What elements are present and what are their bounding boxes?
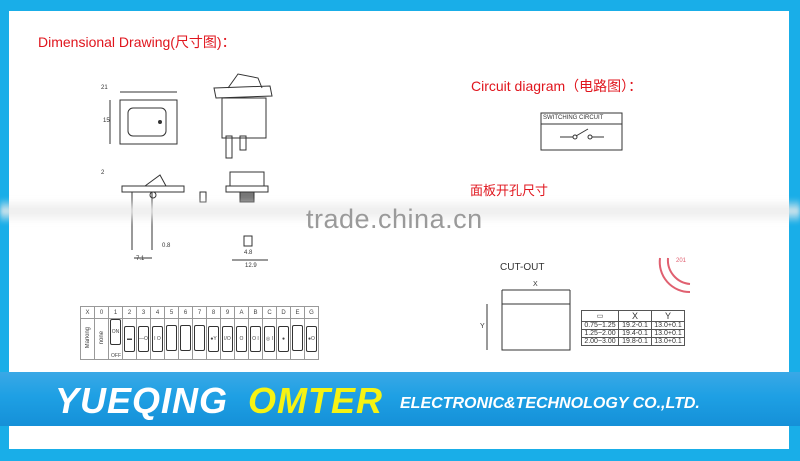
marking-symbol: O [236,326,247,352]
cutout-label: CUT-OUT [500,262,545,273]
marking-code: 5 [164,306,179,319]
header-x: X [618,310,652,322]
marking-code: 8 [206,306,221,319]
marking-code: 7 [192,306,207,319]
marking-code: D [276,306,291,319]
marking-symbol: ◎ I [264,326,275,352]
marking-symbol: ● [278,326,289,352]
dim-height: 15 [103,118,110,124]
marking-code: A [234,306,249,319]
marking-code: G [304,306,319,319]
header-icon-cell: ▭ [581,310,619,322]
marking-code: E [290,306,305,319]
watermark: trade.china.cn [306,204,483,234]
brand-tagline: ELECTRONIC&TECHNOLOGY CO.,LTD. [400,395,700,412]
marking-code: 4 [150,306,165,319]
dim-body-width: 12.9 [245,263,257,269]
panel-cutout-heading: 面板开孔尺寸 [470,183,549,198]
marking-code: 2 [122,306,137,319]
marking-symbol [194,325,205,351]
marking-symbol: I O [152,326,163,352]
none-label: none [98,331,105,345]
dim-pin-width: 4.8 [244,250,253,256]
company-banner: YUEQING OMTER ELECTRONIC&TECHNOLOGY CO.,… [0,372,800,426]
circuit-diagram-heading: Circuit diagram（电路图）： [471,78,643,94]
brand-name-yueqing: YUEQING [55,380,229,421]
marking-symbol: ●Y [208,326,219,352]
marking-symbol: I/O [222,326,233,352]
marking-symbol [180,325,191,351]
dim-pin-thickness: 0.8 [162,243,171,249]
watermark-band [0,198,800,224]
header-y: Y [651,310,685,322]
switch-3d-view [213,73,273,159]
brand-name-omter: OMTER [248,380,383,421]
switching-circuit-box [540,112,623,151]
marking-symbol: ▬ [124,326,135,352]
marking-symbol: O I [250,326,261,352]
marking-code: C [262,306,277,319]
front-view [109,91,178,145]
marking-code: 6 [178,306,193,319]
marking-code: 3 [136,306,151,319]
dim-offset: 2 [101,170,105,176]
dim-pin-pitch: 7.1 [136,256,145,262]
dimensional-drawing-heading: Dimensional Drawing(尺寸图)： [38,34,236,50]
dim-width: 21 [101,85,108,91]
marking-code: B [248,306,263,319]
stamp-text: 201 [676,258,687,264]
switching-circuit-label: SWITCHING CIRCUIT [543,115,604,121]
marking-symbol: ON OFF [110,319,121,359]
cutout-x-label: X [533,281,538,288]
cutout-drawing [486,289,571,351]
cutout-y-label: Y [480,323,485,330]
marking-code: 9 [220,306,235,319]
marking-code: 1 [108,306,123,319]
marking-code: 0 [94,306,109,319]
marking-code: X [80,306,95,319]
marking-label: Marking [84,327,91,349]
marking-symbol: ●O [306,326,317,352]
marking-symbol: —O [138,326,149,352]
marking-symbol [292,325,303,351]
marking-symbol [166,325,177,351]
approval-stamp [658,257,691,294]
